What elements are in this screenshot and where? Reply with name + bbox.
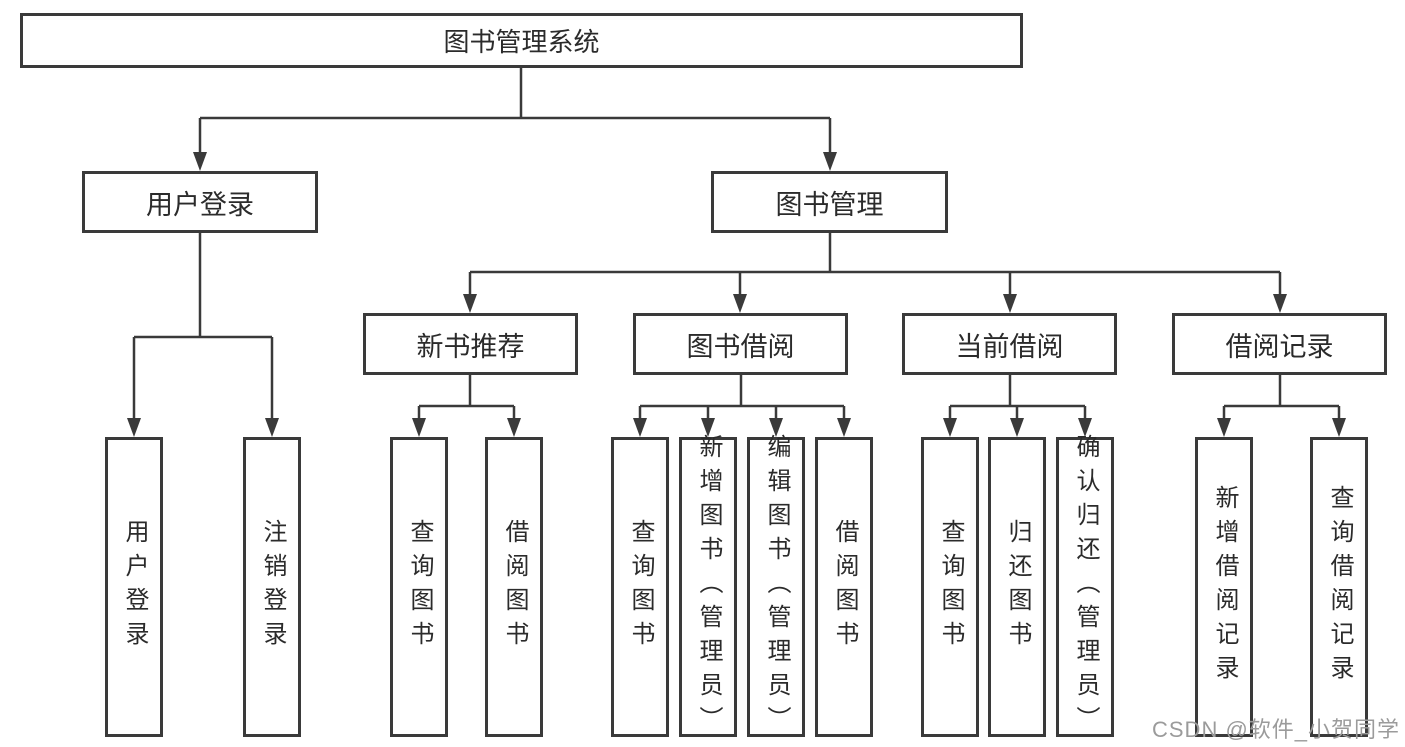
leaf-borrow-books-recommend-label: 借阅图书: [501, 519, 528, 655]
leaf-query-books-recommend: 查询图书: [390, 437, 448, 737]
leaf-query-books-borrow: 查询图书: [611, 437, 669, 737]
node-current-borrow: 当前借阅: [902, 313, 1117, 375]
leaf-confirm-return-admin: 确认归还（管理员）: [1056, 434, 1114, 740]
leaf-user-login: 用户登录: [105, 437, 163, 737]
leaf-logout: 注销登录: [243, 437, 301, 737]
leaf-borrow-books-label: 借阅图书: [831, 519, 858, 655]
leaf-confirm-return-admin-label: 确认归还（管理员）: [1072, 434, 1099, 740]
leaf-borrow-books: 借阅图书: [815, 437, 873, 737]
node-root-label: 图书管理系统: [443, 27, 600, 57]
leaf-edit-book-admin-label: 编辑图书（管理员）: [763, 434, 790, 740]
csdn-watermark: CSDN @软件_小贺同学: [1152, 717, 1401, 742]
leaf-query-books-recommend-label: 查询图书: [406, 519, 433, 655]
node-borrow-records-label: 借阅记录: [1225, 331, 1334, 362]
leaf-add-borrow-record: 新增借阅记录: [1195, 437, 1253, 737]
leaf-query-books-current-label: 查询图书: [937, 519, 964, 655]
node-book-borrow-label: 图书借阅: [686, 331, 795, 362]
leaf-add-borrow-record-label: 新增借阅记录: [1211, 485, 1238, 689]
leaf-edit-book-admin: 编辑图书（管理员）: [747, 434, 805, 740]
leaf-query-books-current: 查询图书: [921, 437, 979, 737]
node-new-book-recommend: 新书推荐: [363, 313, 578, 375]
leaf-return-book-label: 归还图书: [1004, 519, 1031, 655]
leaf-query-borrow-record-label: 查询借阅记录: [1326, 485, 1353, 689]
leaf-query-borrow-record: 查询借阅记录: [1310, 437, 1368, 737]
leaf-add-book-admin-label: 新增图书（管理员）: [695, 434, 722, 740]
leaf-query-books-borrow-label: 查询图书: [627, 519, 654, 655]
node-current-borrow-label: 当前借阅: [955, 331, 1064, 362]
node-book-management-label: 图书管理: [775, 189, 884, 220]
node-borrow-records: 借阅记录: [1172, 313, 1387, 375]
leaf-add-book-admin: 新增图书（管理员）: [679, 434, 737, 740]
node-book-management: 图书管理: [711, 171, 948, 233]
leaf-user-login-label: 用户登录: [121, 519, 148, 655]
node-new-book-recommend-label: 新书推荐: [416, 331, 525, 362]
leaf-return-book: 归还图书: [988, 437, 1046, 737]
node-user-login: 用户登录: [82, 171, 318, 233]
arrowhead-icons: [127, 152, 1346, 437]
node-root: 图书管理系统: [20, 13, 1023, 68]
node-book-borrow: 图书借阅: [633, 313, 848, 375]
node-user-login-label: 用户登录: [146, 189, 254, 220]
leaf-logout-label: 注销登录: [259, 519, 286, 655]
leaf-borrow-books-recommend: 借阅图书: [485, 437, 543, 737]
